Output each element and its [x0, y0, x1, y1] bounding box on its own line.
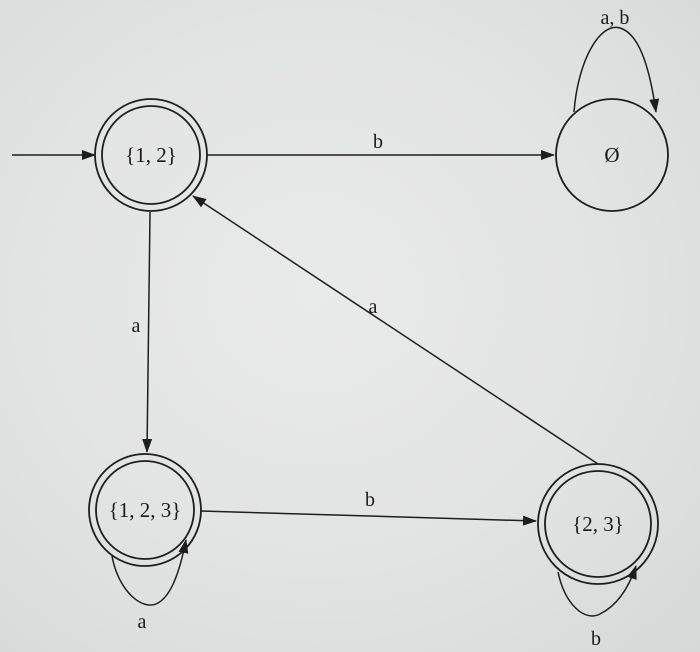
transition-s12-to-s123-label: a — [132, 315, 141, 337]
state-1-2[interactable]: {1, 2} — [94, 98, 208, 212]
state-1-2-3-outer-ring — [88, 453, 202, 567]
state-1-2-3-inner-ring — [95, 460, 195, 560]
transition-s23-to-s12[interactable] — [192, 195, 599, 465]
state-1-2-3-label: {1, 2, 3} — [109, 498, 182, 522]
state-1-2-3[interactable]: {1, 2, 3} — [88, 453, 202, 567]
state-2-3[interactable]: {2, 3} — [537, 463, 659, 585]
state-empty[interactable]: Ø — [555, 98, 669, 212]
state-empty-ring — [555, 98, 669, 212]
state-2-3-inner-ring — [544, 470, 652, 578]
state-1-2-inner-ring — [101, 105, 201, 205]
transition-s123-loop[interactable] — [111, 539, 189, 606]
transition-s23-loop-label: b — [591, 628, 601, 650]
transition-s23-to-s12-label: a — [369, 296, 378, 318]
transition-empty-loop[interactable] — [573, 26, 660, 113]
transition-empty-loop-label: a, b — [601, 7, 630, 29]
state-empty-label: Ø — [604, 143, 619, 167]
transition-s12-to-empty-label: b — [373, 131, 383, 153]
transition-s23-loop[interactable] — [557, 565, 637, 617]
transition-s123-loop-label: a — [138, 611, 147, 633]
transition-s12-to-s123[interactable] — [142, 211, 153, 453]
state-2-3-label: {2, 3} — [572, 512, 624, 536]
transition-s123-to-s23[interactable] — [200, 510, 537, 526]
transition-s123-to-s23-label: b — [365, 489, 375, 511]
state-1-2-label: {1, 2} — [125, 143, 177, 167]
